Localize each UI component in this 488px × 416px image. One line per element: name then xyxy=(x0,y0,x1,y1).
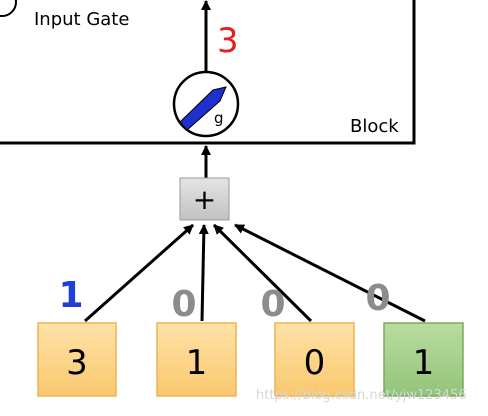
input-arrow-4 xyxy=(234,223,426,323)
block-outline xyxy=(0,0,416,145)
input-gate-circle xyxy=(0,0,17,17)
input-arrow-3 xyxy=(212,223,313,323)
sum-node xyxy=(179,177,230,221)
input-box-4 xyxy=(383,322,464,397)
watermark: https://blog.csdn.net/yjw123456 xyxy=(256,388,467,403)
input-arrow-1 xyxy=(84,223,194,323)
input-box-3 xyxy=(274,322,355,397)
input-gate-label: Input Gate xyxy=(34,9,129,30)
input-box-1 xyxy=(37,322,117,397)
sum-symbol: + xyxy=(193,183,216,216)
gate-value: 3 xyxy=(217,21,239,61)
input-value-1: 3 xyxy=(66,343,88,383)
input-box-2 xyxy=(156,322,237,397)
weight-1: 1 xyxy=(58,275,83,316)
input-value-2: 1 xyxy=(186,343,208,383)
weight-4: 0 xyxy=(365,278,390,319)
weight-2: 0 xyxy=(171,284,196,325)
activation-symbol: g xyxy=(214,109,224,127)
activation-function-icon xyxy=(179,86,227,131)
input-value-4: 1 xyxy=(413,343,435,383)
block-label: Block xyxy=(350,116,399,137)
input-value-3: 0 xyxy=(304,343,326,383)
weight-3: 0 xyxy=(260,284,285,325)
input-arrow-2 xyxy=(198,224,209,322)
